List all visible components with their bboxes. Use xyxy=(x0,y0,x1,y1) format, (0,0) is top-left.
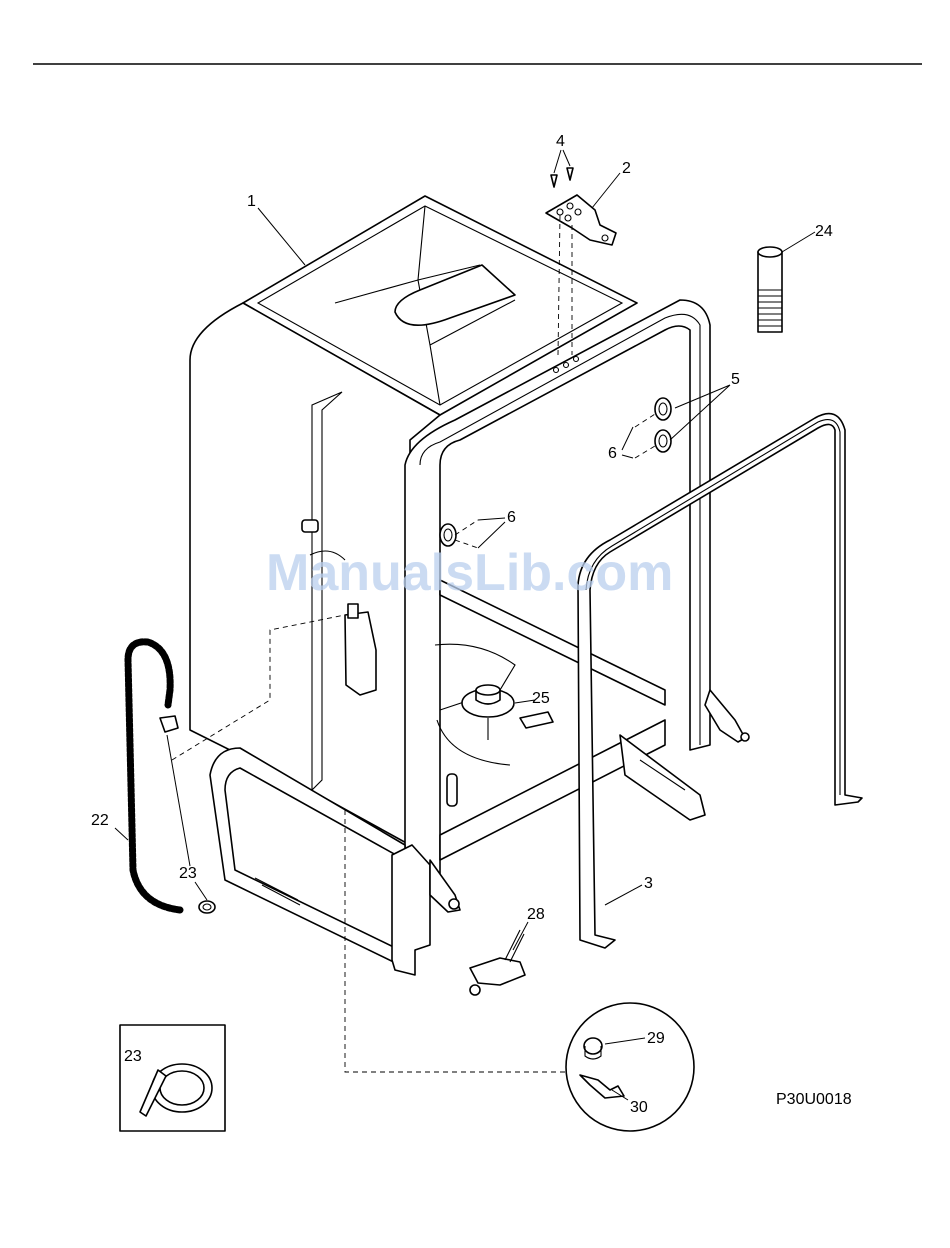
inlet-fitting-part-24 xyxy=(758,247,782,332)
watermark: ManualsLib.com xyxy=(266,544,673,602)
mounting-bracket-part-2 xyxy=(546,195,616,245)
callout-23a: 23 xyxy=(179,865,197,882)
callout-30: 30 xyxy=(630,1099,648,1116)
door-switch-part-28 xyxy=(470,930,525,995)
drain-hose-part-22 xyxy=(128,642,180,910)
hose-clamp-part-23 xyxy=(199,901,215,913)
callout-24: 24 xyxy=(815,223,833,240)
callout-25: 25 xyxy=(532,690,550,707)
clamp-detail-box xyxy=(120,1025,225,1131)
callout-6b: 6 xyxy=(507,509,516,526)
callout-4: 4 xyxy=(556,133,565,150)
callout-3: 3 xyxy=(644,875,653,892)
callout-2: 2 xyxy=(622,160,631,177)
roller-guide-line xyxy=(455,414,655,548)
callout-29: 29 xyxy=(647,1030,665,1047)
callout-6a: 6 xyxy=(608,445,617,462)
callout-22: 22 xyxy=(91,812,109,829)
callout-28: 28 xyxy=(527,906,545,923)
callout-5: 5 xyxy=(731,371,740,388)
callout-23b: 23 xyxy=(124,1048,142,1065)
callout-1: 1 xyxy=(247,193,256,210)
diagram-code: P30U0018 xyxy=(776,1091,852,1108)
